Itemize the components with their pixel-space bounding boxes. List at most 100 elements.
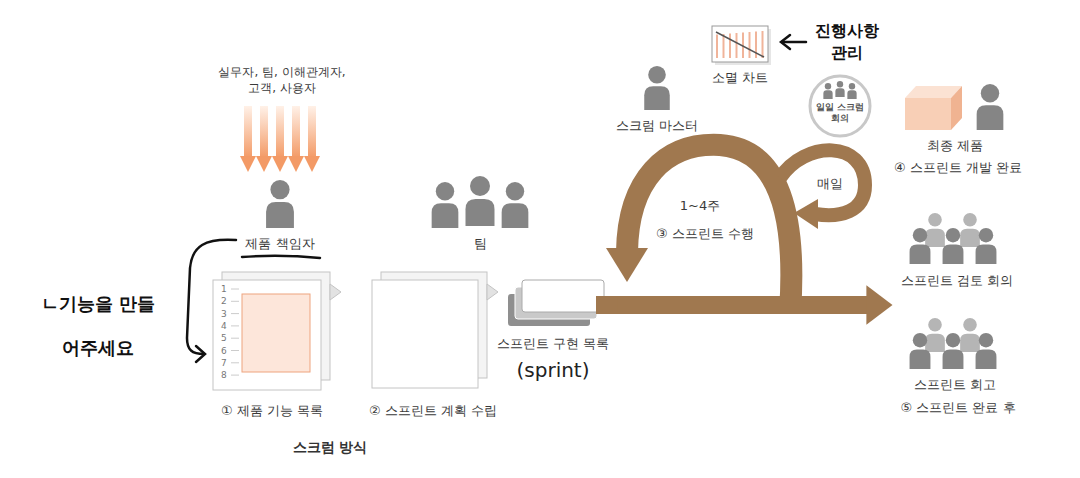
loop-arrowhead [606,248,648,282]
person-body [644,86,670,110]
person-icon [925,213,945,247]
input-arrow-head [272,156,288,172]
person-head [470,176,490,196]
line-number: 3 [221,309,227,319]
line-number: 4 [221,321,227,331]
flow-arrow [618,285,893,325]
person-head [849,83,855,89]
chart-bar [749,32,751,58]
person-head [963,318,977,332]
sprint-backlog-stack: 스프린트 구현 목록 [489,276,618,354]
input-arrow-head [240,156,256,172]
page-tab [487,284,498,300]
person-body [847,90,856,99]
person-icon [960,213,980,247]
person-icon [847,83,856,99]
person-icon [943,333,964,369]
node-text: 일일 스크럼 회의 [813,102,867,124]
handwritten-note: 진행사항 관리 [809,20,885,64]
sprint-loop [627,145,791,312]
person-head [979,228,993,242]
person-icon [976,228,997,264]
person-icon [910,228,931,264]
person-head [946,333,960,347]
person-head [928,318,942,332]
line-number: 5 [221,333,227,343]
person-icon [644,66,670,110]
box-side [951,86,962,130]
diagram-caption: 스크럼 방식 [293,438,368,456]
input-arrow-shaft [244,106,252,158]
person-head [979,333,993,347]
person-icon [502,182,529,228]
input-arrow-head [256,156,272,172]
stakeholder-note: 실무자, 팀, 이해관계자, 고객, 사용자 [212,64,352,96]
list-line [231,350,239,351]
person-icon [835,81,844,97]
person-head [825,83,831,89]
person-body [977,105,1004,130]
list-line [231,338,239,339]
chart-bar [736,33,738,58]
person-icon [943,228,964,264]
chart-bar [729,34,731,59]
line-number: 8 [221,370,227,380]
handwritten-arrowhead [196,346,205,362]
input-arrow-shaft [308,106,316,158]
person-body [943,245,964,264]
cycle-label: 매일 [817,176,843,192]
person-body [432,203,459,228]
person-body [266,202,294,228]
role-label: 스크럼 마스터 [616,118,698,134]
person-head [837,81,843,87]
person-head [913,333,927,347]
person-body [910,245,931,264]
person-icon [823,83,832,99]
sprint-review-group: 스프린트 검토 회의 [893,212,1022,319]
loop-arrowhead [794,199,818,229]
box-front [905,98,951,130]
list-line [231,301,239,302]
front-page [213,280,321,390]
person-head [946,228,960,242]
node-text: ② 스프린트 계획 수립 [369,403,497,419]
person-icon [960,318,980,352]
content-box [242,294,310,372]
role-label: 팀 [474,236,487,252]
front-page [372,280,478,388]
chart-label: 소멸 차트 [712,70,768,86]
bar-stub [596,296,620,314]
person-head [506,182,524,200]
daily-scrum-circle: 일일 스크럼 회의 [808,74,872,138]
list-line [231,325,239,326]
handwritten-arrow [782,41,806,44]
handwritten-note: (sprint) [516,358,589,382]
input-arrow-head [288,156,304,172]
list-line [231,375,239,376]
person-icon [266,180,294,228]
person-head [913,228,927,242]
person-icon [432,182,459,228]
person-head [963,213,977,227]
person-body [466,199,495,226]
role-label: 제품 책임자 [245,236,314,252]
line-number: 1 [221,284,227,294]
meeting-circle [810,76,870,136]
person-body [910,350,931,369]
planning-document: ② 스프린트 계획 수립 [358,272,508,421]
step-label: ⑤ 스프린트 완료 후 [900,400,1015,416]
handwritten-underline [242,256,320,258]
person-body [976,245,997,264]
person-body [925,229,945,247]
input-arrow-head [304,156,320,172]
chart-frame [712,26,768,62]
chart-bar [723,34,725,58]
person-body [943,350,964,369]
product-label: 최종 제품 [927,138,983,154]
person-icon [925,318,945,352]
handwritten-note: ㄴ기능을 만들어주세요 [33,282,163,370]
person-body [502,203,529,228]
person-head [436,182,454,200]
chart-bar [762,31,764,58]
person-head [928,213,942,227]
